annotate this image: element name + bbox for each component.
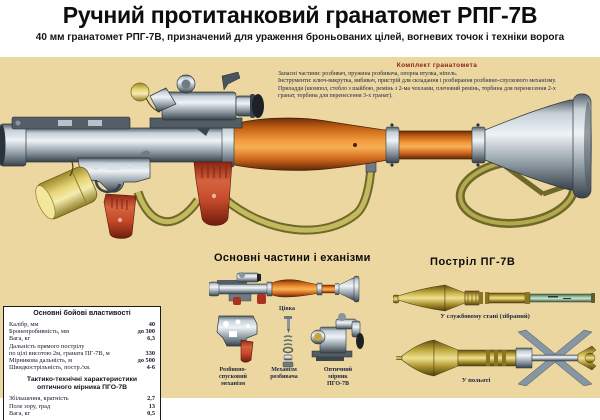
specs-subtitle: Тактико-технічні характеристики оптичног… xyxy=(26,376,138,392)
spec-label: Збільшення, кратність xyxy=(9,395,69,403)
small-rpg-illustration xyxy=(209,272,360,305)
kit-line: гранат, торбина для перенесення 3-х гран… xyxy=(278,92,393,99)
spec-value: 2,7 xyxy=(147,395,155,403)
parts-section-heading: Основні частини і еханізми xyxy=(214,252,371,264)
trigger-mechanism-label: Розбивно- спусковий механізм xyxy=(219,367,247,387)
kit-text: Запасні частини: розбивач, пружина розби… xyxy=(278,71,596,100)
spec-value: 330 xyxy=(145,349,155,357)
kit-line: Приладдя (шомпол, стебло з шайбою, ремін… xyxy=(278,85,556,92)
shot-section-heading: Постріл ПГ-7В xyxy=(430,256,516,268)
kit-line: Інструменти: ключ-викрутка, вибивач, при… xyxy=(278,78,557,85)
kit-block: Комплект гранатомета Запасні частини: ро… xyxy=(278,62,596,100)
table-row: Поле зору, град 13 xyxy=(9,403,155,410)
trigger-housing xyxy=(77,150,151,193)
inflight-round-illustration xyxy=(396,329,597,386)
spec-label: Вага, кг xyxy=(9,335,31,343)
spec-value: 4-6 xyxy=(146,364,155,372)
spec-value: 13 xyxy=(148,402,155,410)
optical-sight-label: Оптичний мірник ПГО-7В xyxy=(323,367,353,387)
front-grip xyxy=(193,161,233,226)
table-row: Дальність прямого пострілу xyxy=(9,343,155,350)
table-row: Бронепробивність, мм до 300 xyxy=(9,328,155,335)
table-row: Мірникова дальність, м до 500 xyxy=(9,357,155,364)
page-title: Ручний протитанковий гранатомет РПГ-7В xyxy=(62,2,538,28)
spec-value: до 300 xyxy=(137,328,155,336)
spec-label: Швидкострільність, постр./хв. xyxy=(9,364,91,372)
kit-heading: Комплект гранатомета xyxy=(396,62,478,69)
specs-table: Основні бойові властивості Калібр, мм 40… xyxy=(3,306,161,420)
striker-mechanism-label: Механізм розбивача xyxy=(270,367,298,380)
iron-sight-rail xyxy=(11,116,131,130)
sight-lens-cap xyxy=(130,82,150,102)
spec-label: Бронепробивність, мм xyxy=(9,328,69,336)
spec-label: Калібр, мм xyxy=(9,321,39,328)
spec-label: Дальність прямого пострілу xyxy=(9,342,85,350)
wood-heat-guard xyxy=(229,117,475,171)
spec-label: Вага, кг xyxy=(9,409,31,417)
optical-sight-illustration xyxy=(310,313,364,361)
spec-label: Мірникова дальність, м xyxy=(9,357,73,365)
specs-title: Основні бойові властивості xyxy=(33,310,131,317)
kit-line: Запасні частини: розбивач, пружина розби… xyxy=(278,71,458,77)
spec-value: 0,5 xyxy=(147,409,155,417)
table-row: Швидкострільність, постр./хв. 4-6 xyxy=(9,364,155,371)
striker-parts-illustration xyxy=(282,316,294,368)
muzzle-cap xyxy=(35,166,98,220)
barrel-clamps xyxy=(221,122,486,168)
assembled-round-caption: У службовому стані (зібраний) xyxy=(440,313,530,320)
rpg7-illustration xyxy=(0,71,592,239)
inflight-round-caption: У польоті xyxy=(461,377,491,384)
table-row: Вага, кг 0,5 xyxy=(9,410,155,417)
poster-header: Ручний протитанковий гранатомет РПГ-7В 4… xyxy=(0,0,600,57)
table-row: Калібр, мм 40 xyxy=(9,321,155,328)
assembled-round-illustration xyxy=(393,284,595,312)
spec-label: по цілі висотою 2м, граната ПГ-7В, м xyxy=(9,349,110,357)
table-row: по цілі висотою 2м, граната ПГ-7В, м 330 xyxy=(9,350,155,357)
rear-grip xyxy=(103,193,137,239)
table-row: Збільшення, кратність 2,7 xyxy=(9,395,155,402)
spec-value: 6,3 xyxy=(147,335,155,343)
spec-value: до 500 xyxy=(137,357,155,365)
bell-muzzle xyxy=(484,93,592,199)
tsivka-label: Цівка xyxy=(279,306,295,312)
optical-sight xyxy=(130,71,264,136)
page-subtitle: 40 мм гранатомет РПГ-7В, призначений для… xyxy=(35,32,565,43)
spec-value: 40 xyxy=(148,321,155,328)
trigger-mechanism-illustration xyxy=(216,315,258,363)
cap-cord xyxy=(69,161,74,177)
barrel-front-section xyxy=(0,123,231,167)
spec-label: Поле зору, град xyxy=(9,402,51,410)
table-row: Вага, кг 6,3 xyxy=(9,335,155,342)
